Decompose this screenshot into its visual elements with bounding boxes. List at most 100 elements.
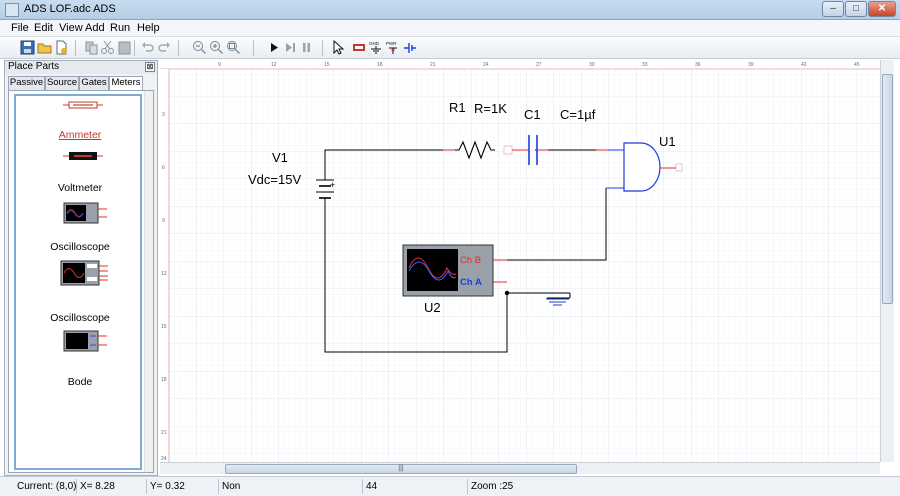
panel-title: Place Parts (5, 61, 157, 74)
canvas-horizontal-scrollbar[interactable]: ||| (160, 462, 880, 474)
c1-name: C1 (524, 107, 541, 122)
c1-value: C=1µf (560, 107, 596, 122)
pause-icon[interactable] (299, 40, 314, 55)
wire-icon[interactable] (403, 40, 417, 55)
menu-bar: File Edit View Add Run Help (0, 20, 900, 37)
menu-add[interactable]: Add (85, 22, 105, 34)
part-label-ammeter[interactable]: Ammeter (58, 129, 102, 141)
vertical-scroll-thumb[interactable] (882, 74, 893, 304)
panel-close-button[interactable]: ⊠ (145, 62, 155, 72)
scope-channel-a-label: Ch A (460, 277, 482, 288)
top-ruler (160, 60, 880, 69)
ground-icon[interactable]: GND (369, 40, 383, 55)
save-icon[interactable] (20, 40, 35, 55)
menu-file[interactable]: File (11, 22, 29, 34)
toolbar-separator (134, 40, 135, 56)
u2-oscilloscope-symbol[interactable] (402, 244, 494, 297)
status-y: Y= 0.32 (150, 481, 185, 492)
ruler-tick: 36 (695, 62, 701, 68)
oscilloscope-part-icon[interactable] (63, 202, 107, 224)
voltmeter-part-icon[interactable] (63, 151, 103, 161)
part-label-voltmeter[interactable]: Voltmeter (57, 182, 103, 194)
new-document-icon[interactable] (54, 40, 69, 55)
minimize-button[interactable]: – (822, 1, 844, 17)
redo-icon[interactable] (157, 40, 172, 55)
ruler-tick: 27 (536, 62, 542, 68)
parts-list: Ammeter Voltmeter Oscilloscope Oscillosc… (8, 90, 154, 473)
probe-icon[interactable] (352, 40, 366, 55)
ruler-tick: 24 (161, 456, 167, 462)
part-label-bode[interactable]: Bode (67, 376, 93, 388)
paste-icon[interactable] (117, 40, 132, 55)
ammeter-part-icon[interactable] (63, 101, 103, 109)
zoom-fit-icon[interactable] (226, 40, 241, 55)
u2-name: U2 (424, 300, 441, 315)
v1-plus-label: + (330, 180, 335, 190)
status-current: Current: (8,0) (17, 481, 77, 492)
wire-v1-r1 (324, 149, 443, 180)
ruler-tick: 42 (801, 62, 807, 68)
copy-icon[interactable] (84, 40, 99, 55)
schematic-canvas[interactable]: 9 12 15 18 21 24 27 30 33 36 39 42 45 3 … (160, 60, 880, 462)
ruler-tick: 30 (589, 62, 595, 68)
parts-scrollbar[interactable] (144, 91, 153, 472)
ground-symbol[interactable] (546, 293, 571, 306)
ruler-tick: 15 (161, 324, 167, 330)
ruler-tick: 18 (161, 377, 167, 383)
r1-name: R1 (449, 100, 466, 115)
menu-run[interactable]: Run (110, 22, 131, 34)
part-label-oscilloscope[interactable]: Oscilloscope (50, 241, 110, 253)
menu-edit[interactable]: Edit (34, 22, 53, 34)
zoom-out-icon[interactable] (192, 40, 207, 55)
grid (169, 69, 880, 462)
bode-part-icon[interactable] (63, 330, 107, 352)
ruler-tick: 3 (162, 112, 165, 118)
v1-battery-symbol[interactable] (316, 179, 334, 208)
undo-icon[interactable] (140, 40, 155, 55)
ruler-tick: 21 (430, 62, 436, 68)
oscilloscope-4ch-part-icon[interactable] (60, 260, 108, 286)
title-bar: ADS LOF.adc ADS – □ ✕ (0, 0, 900, 20)
place-parts-panel: Place Parts ⊠ Passive Source Gates Meter… (4, 60, 158, 476)
wire-v1-bottom (324, 208, 508, 353)
ruler-tick: 24 (483, 62, 489, 68)
toolbar-separator (178, 40, 179, 56)
ruler-tick: 12 (161, 271, 167, 277)
r1-resistor-symbol[interactable] (455, 140, 495, 160)
run-icon[interactable] (267, 40, 282, 55)
tab-source[interactable]: Source (45, 76, 79, 90)
power-icon[interactable]: PWR (386, 40, 400, 55)
toolbar: GND PWR (0, 37, 900, 59)
left-ruler (160, 69, 169, 462)
parts-list-inner: Ammeter Voltmeter Oscilloscope Oscillosc… (14, 94, 142, 470)
toolbar-separator (322, 40, 323, 56)
menu-help[interactable]: Help (137, 22, 160, 34)
zoom-in-icon[interactable] (209, 40, 224, 55)
ruler-tick: 18 (377, 62, 383, 68)
r1-pin-marker (503, 145, 513, 155)
menu-view[interactable]: View (59, 22, 83, 34)
pointer-icon[interactable] (330, 40, 345, 55)
v1-value: Vdc=15V (248, 172, 301, 187)
toolbar-separator (75, 40, 76, 56)
ruler-tick: 21 (161, 430, 167, 436)
tab-gates[interactable]: Gates (79, 76, 109, 90)
tab-passive[interactable]: Passive (8, 76, 45, 90)
r1-value: R=1K (474, 101, 507, 116)
open-folder-icon[interactable] (37, 40, 52, 55)
svg-text:GND: GND (369, 41, 380, 46)
step-icon[interactable] (283, 40, 298, 55)
status-mode: Non (222, 481, 241, 492)
part-label-oscilloscope-2[interactable]: Oscilloscope (50, 312, 110, 324)
ruler-tick: 9 (162, 218, 165, 224)
canvas-vertical-scrollbar[interactable] (880, 60, 894, 462)
cut-icon[interactable] (100, 40, 115, 55)
u1-and-gate-symbol[interactable] (606, 142, 683, 192)
maximize-button[interactable]: □ (845, 1, 867, 17)
c1-capacitor-symbol[interactable] (512, 135, 548, 165)
app-icon (5, 3, 19, 17)
tab-meters[interactable]: Meters (109, 76, 143, 91)
close-button[interactable]: ✕ (868, 1, 896, 17)
horizontal-scroll-thumb[interactable]: ||| (225, 464, 577, 474)
v1-name: V1 (272, 150, 288, 165)
